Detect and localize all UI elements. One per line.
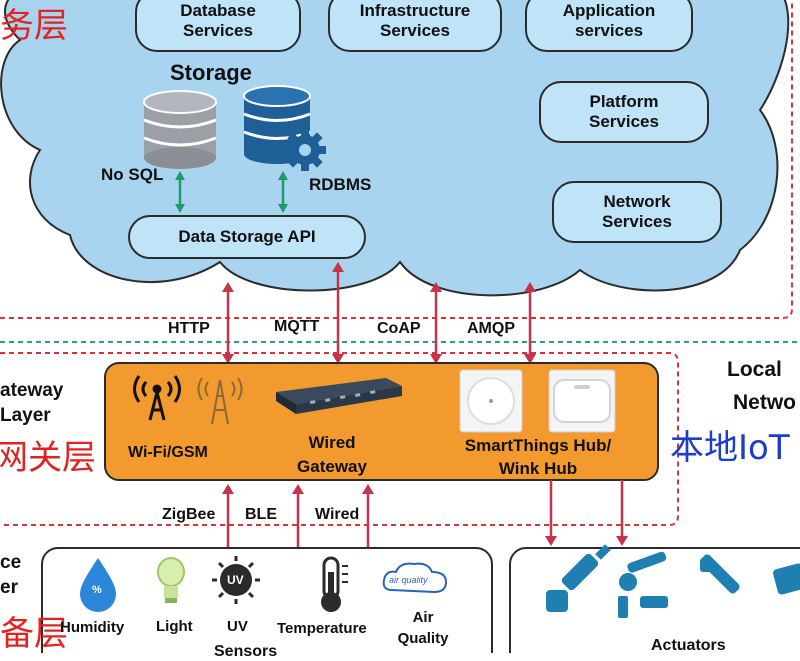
sensor-uv-label: UV [227,618,248,635]
local-network-subtitle: Netwo [733,391,796,414]
local-network-title: Local [727,358,782,381]
data-storage-api-pill: Data Storage API [128,215,366,259]
air-quality-badge: air quality [389,575,428,585]
gateway-layer-chinese-label: 网关层 [0,438,96,478]
wifi-gsm-label: Wi-Fi/GSM [128,444,208,461]
protocol-mqtt: MQTT [274,318,320,335]
smartthings-hub-icon [459,369,523,433]
protocol-wired: Wired [315,506,360,523]
protocol-arrows-device [222,480,628,548]
platform-services-pill: Platform Services [539,81,709,143]
storage-arrows [175,171,288,213]
gateway-layer-boundary [0,352,679,526]
local-iot-chinese-label: 本地IoT [670,428,790,468]
air-quality-icon [382,562,448,594]
gateway-layer-title: ateway Layer [0,380,64,426]
nosql-database-icon [143,90,217,169]
sensor-air-quality-label: Air Quality [397,609,449,647]
wink-hub-icon [548,369,616,433]
sensor-humidity-label: Humidity [60,619,125,636]
wifi-antenna-icon [133,375,181,421]
services-layer-boundary [0,0,793,319]
uv-badge: UV [227,573,244,587]
storage-title: Storage [170,60,252,85]
network-services-pill: Network Services [552,181,722,243]
device-layer-chinese-label: 备层 [0,614,68,654]
thermometer-icon [321,556,348,612]
wired-gateway-label: Wired Gateway [297,433,367,476]
services-layer-chinese-label: 务层 [0,6,68,46]
database-services-pill: Database Services [135,0,301,52]
sensors-box [41,547,493,653]
protocol-ble: BLE [245,506,277,523]
smartthings-hub-label: SmartThings Hub/ Wink Hub [464,436,612,478]
humidity-badge: % [92,584,102,596]
infrastructure-services-pill: Infrastructure Services [328,0,502,52]
protocol-coap: CoAP [377,320,421,337]
cell-tower-icon [197,377,243,425]
sensor-light-label: Light [156,618,193,635]
protocol-zigbee: ZigBee [162,506,216,523]
sensors-group-label: Sensors [214,643,278,660]
actuator-motor-icon [773,563,800,595]
gear-icon [284,129,326,171]
device-layer-title: ce er [0,552,22,598]
protocol-http: HTTP [168,320,210,337]
actuator-drill-icon [546,544,611,612]
rdbms-label: RDBMS [309,175,372,194]
protocol-amqp: AMQP [467,320,515,337]
protocol-arrows-cloud [222,262,536,364]
nosql-label: No SQL [101,165,164,184]
actuators-group-label: Actuators [651,637,726,654]
actuator-tool-icon [700,554,740,594]
uv-icon [212,556,260,604]
light-bulb-icon [157,557,185,603]
wired-gateway-device-icon [276,378,402,414]
application-services-pill: Application services [525,0,693,52]
humidity-icon [80,558,116,612]
sensor-temperature-label: Temperature [277,620,367,637]
actuator-robot-arm-icon [618,551,668,618]
